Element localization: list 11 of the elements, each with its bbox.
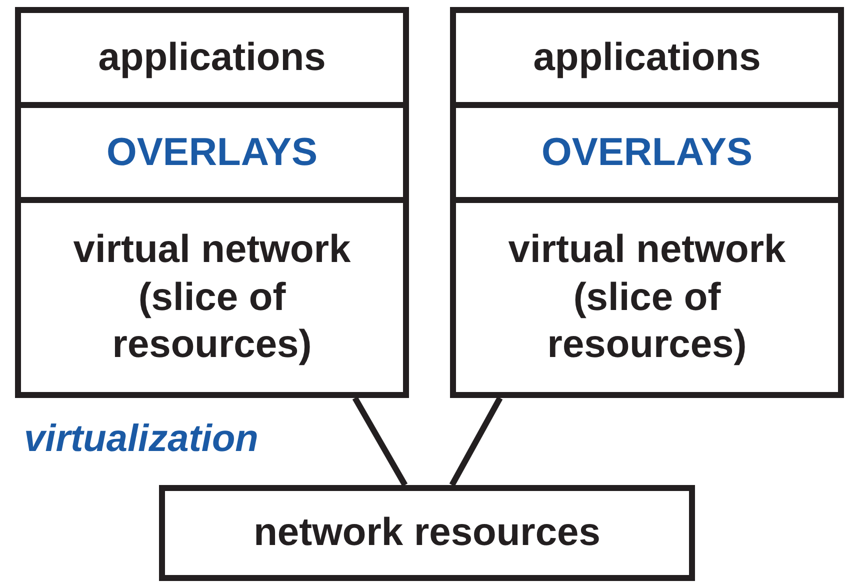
connector-line <box>352 396 408 486</box>
box-label: OVERLAYS <box>106 130 318 176</box>
resource-box <box>159 485 695 581</box>
connector-line <box>449 396 503 486</box>
box-label: virtual network (slice of resources) <box>507 227 787 368</box>
box-label: network resources <box>252 510 602 556</box>
annotation-label: virtualization <box>24 418 258 461</box>
box-label: applications <box>97 34 327 81</box>
box-label: applications <box>532 34 762 81</box>
box-label: virtual network (slice of resources) <box>72 227 352 368</box>
box-label: OVERLAYS <box>540 130 754 176</box>
